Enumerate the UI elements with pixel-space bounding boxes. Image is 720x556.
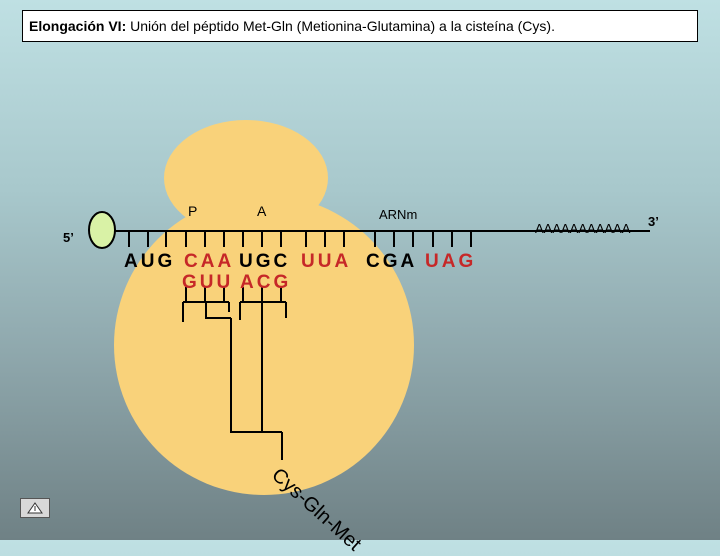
poly-a-tail: AAAAAAAAAAA <box>535 221 631 236</box>
trna-p-site <box>182 301 231 322</box>
mrna-codon: UGC <box>239 251 291 272</box>
title-heading: Elongación VI: <box>29 18 127 34</box>
mrna-label: ARNm <box>379 207 418 222</box>
codon-ticks <box>128 231 472 247</box>
slide-title: Elongación VI: Unión del péptido Met-Gln… <box>22 10 698 42</box>
mrna-codon: CAA <box>184 251 235 272</box>
five-prime-cap <box>88 211 116 249</box>
ribosome-large-subunit <box>114 195 414 495</box>
mrna-codon: CGA <box>366 251 418 272</box>
title-text: Unión del péptido Met-Gln (Metionina-Glu… <box>126 18 555 34</box>
mrna-codon: UAG <box>425 251 477 272</box>
mrna-codon: UUA <box>301 251 352 272</box>
a-site-label: A <box>257 203 267 219</box>
up-arrow-icon <box>27 502 43 514</box>
translation-diagram <box>88 120 650 495</box>
trna-ticks <box>185 287 282 302</box>
nav-up-button[interactable] <box>20 498 50 518</box>
mrna-codon: AUG <box>124 251 176 272</box>
ribosome-small-subunit <box>164 120 328 236</box>
p-site-label: P <box>188 203 198 219</box>
trna-a-site <box>230 301 287 460</box>
three-prime-label: 3’ <box>648 214 659 229</box>
trna-anticodon: GUU <box>182 272 234 293</box>
five-prime-label: 5’ <box>63 230 74 245</box>
trna-anticodon: ACG <box>240 272 292 293</box>
